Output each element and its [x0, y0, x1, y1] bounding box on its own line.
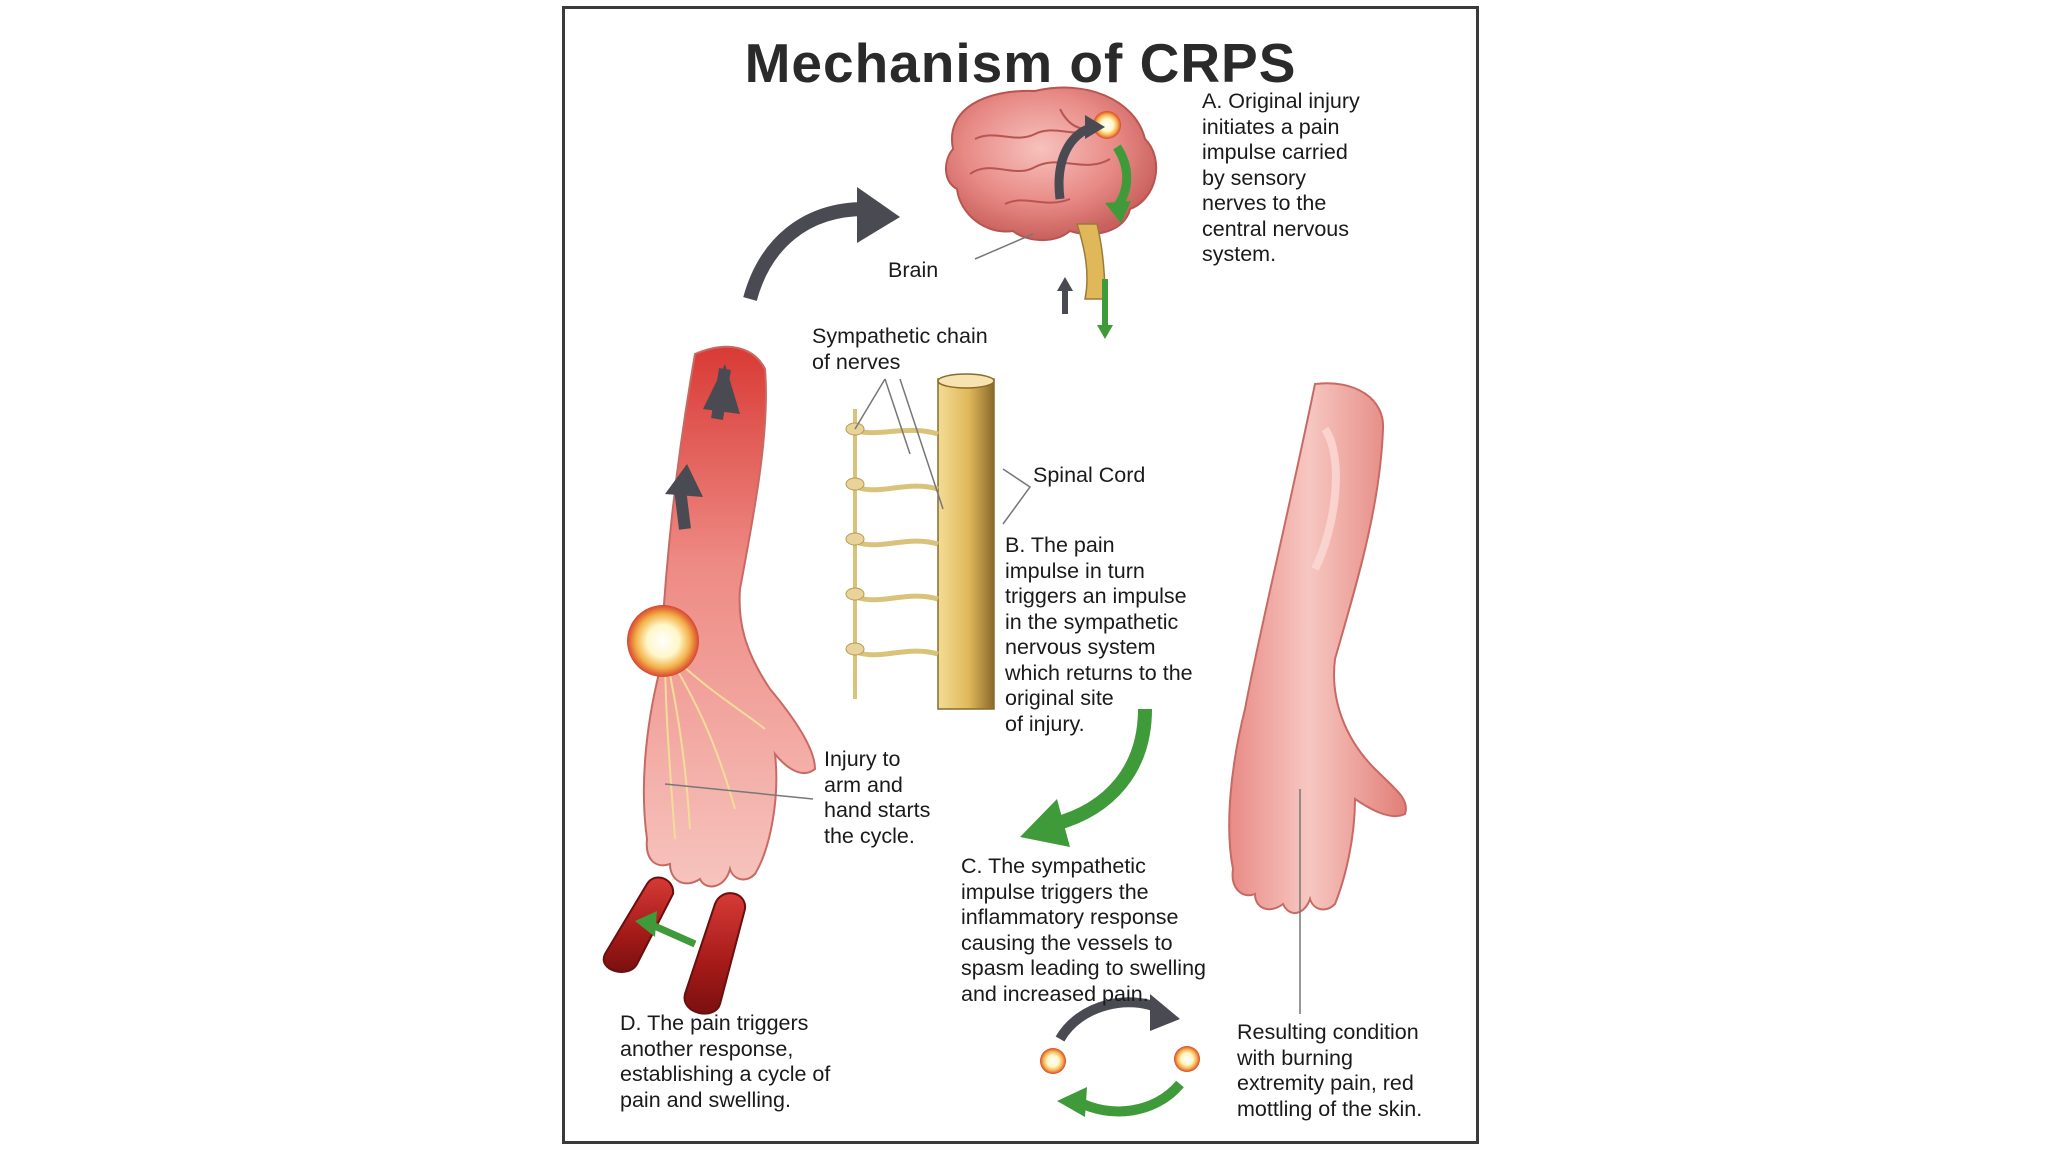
brain-pain-point — [1093, 111, 1121, 139]
brain-illustration — [945, 86, 1158, 339]
injury-site-glow — [627, 605, 699, 677]
diagram-frame: Mechanism of CRPS A. Original injury ini… — [562, 6, 1479, 1144]
diagram-title: Mechanism of CRPS — [744, 32, 1297, 94]
resulting-arm-illustration — [1228, 382, 1407, 1014]
step-b-label: B. The pain impulse in turn triggers an … — [1005, 533, 1193, 736]
cycle-arrow-top — [743, 202, 866, 301]
green-arrow-bc — [1053, 708, 1152, 831]
brain-label: Brain — [888, 258, 939, 282]
blood-vessels-illustration — [602, 876, 747, 1015]
result-label: Resulting condition with burning extremi… — [1237, 1020, 1423, 1121]
step-c-label: C. The sympathetic impulse triggers the … — [961, 854, 1206, 1006]
spinal-cord-label: Spinal Cord — [1033, 463, 1146, 487]
spinal-cord-illustration — [845, 373, 1032, 710]
step-a-label: A. Original injury initiates a pain impu… — [1202, 89, 1360, 266]
diagram-artwork — [602, 86, 1407, 1117]
injured-arm-illustration — [627, 345, 817, 888]
step-d-label: D. The pain triggers another response, e… — [620, 1011, 831, 1112]
sympathetic-chain-label: Sympathetic chain of nerves — [812, 324, 988, 374]
small-cycle-illustration — [1040, 994, 1200, 1117]
injury-label: Injury to arm and hand starts the cycle. — [824, 747, 931, 848]
